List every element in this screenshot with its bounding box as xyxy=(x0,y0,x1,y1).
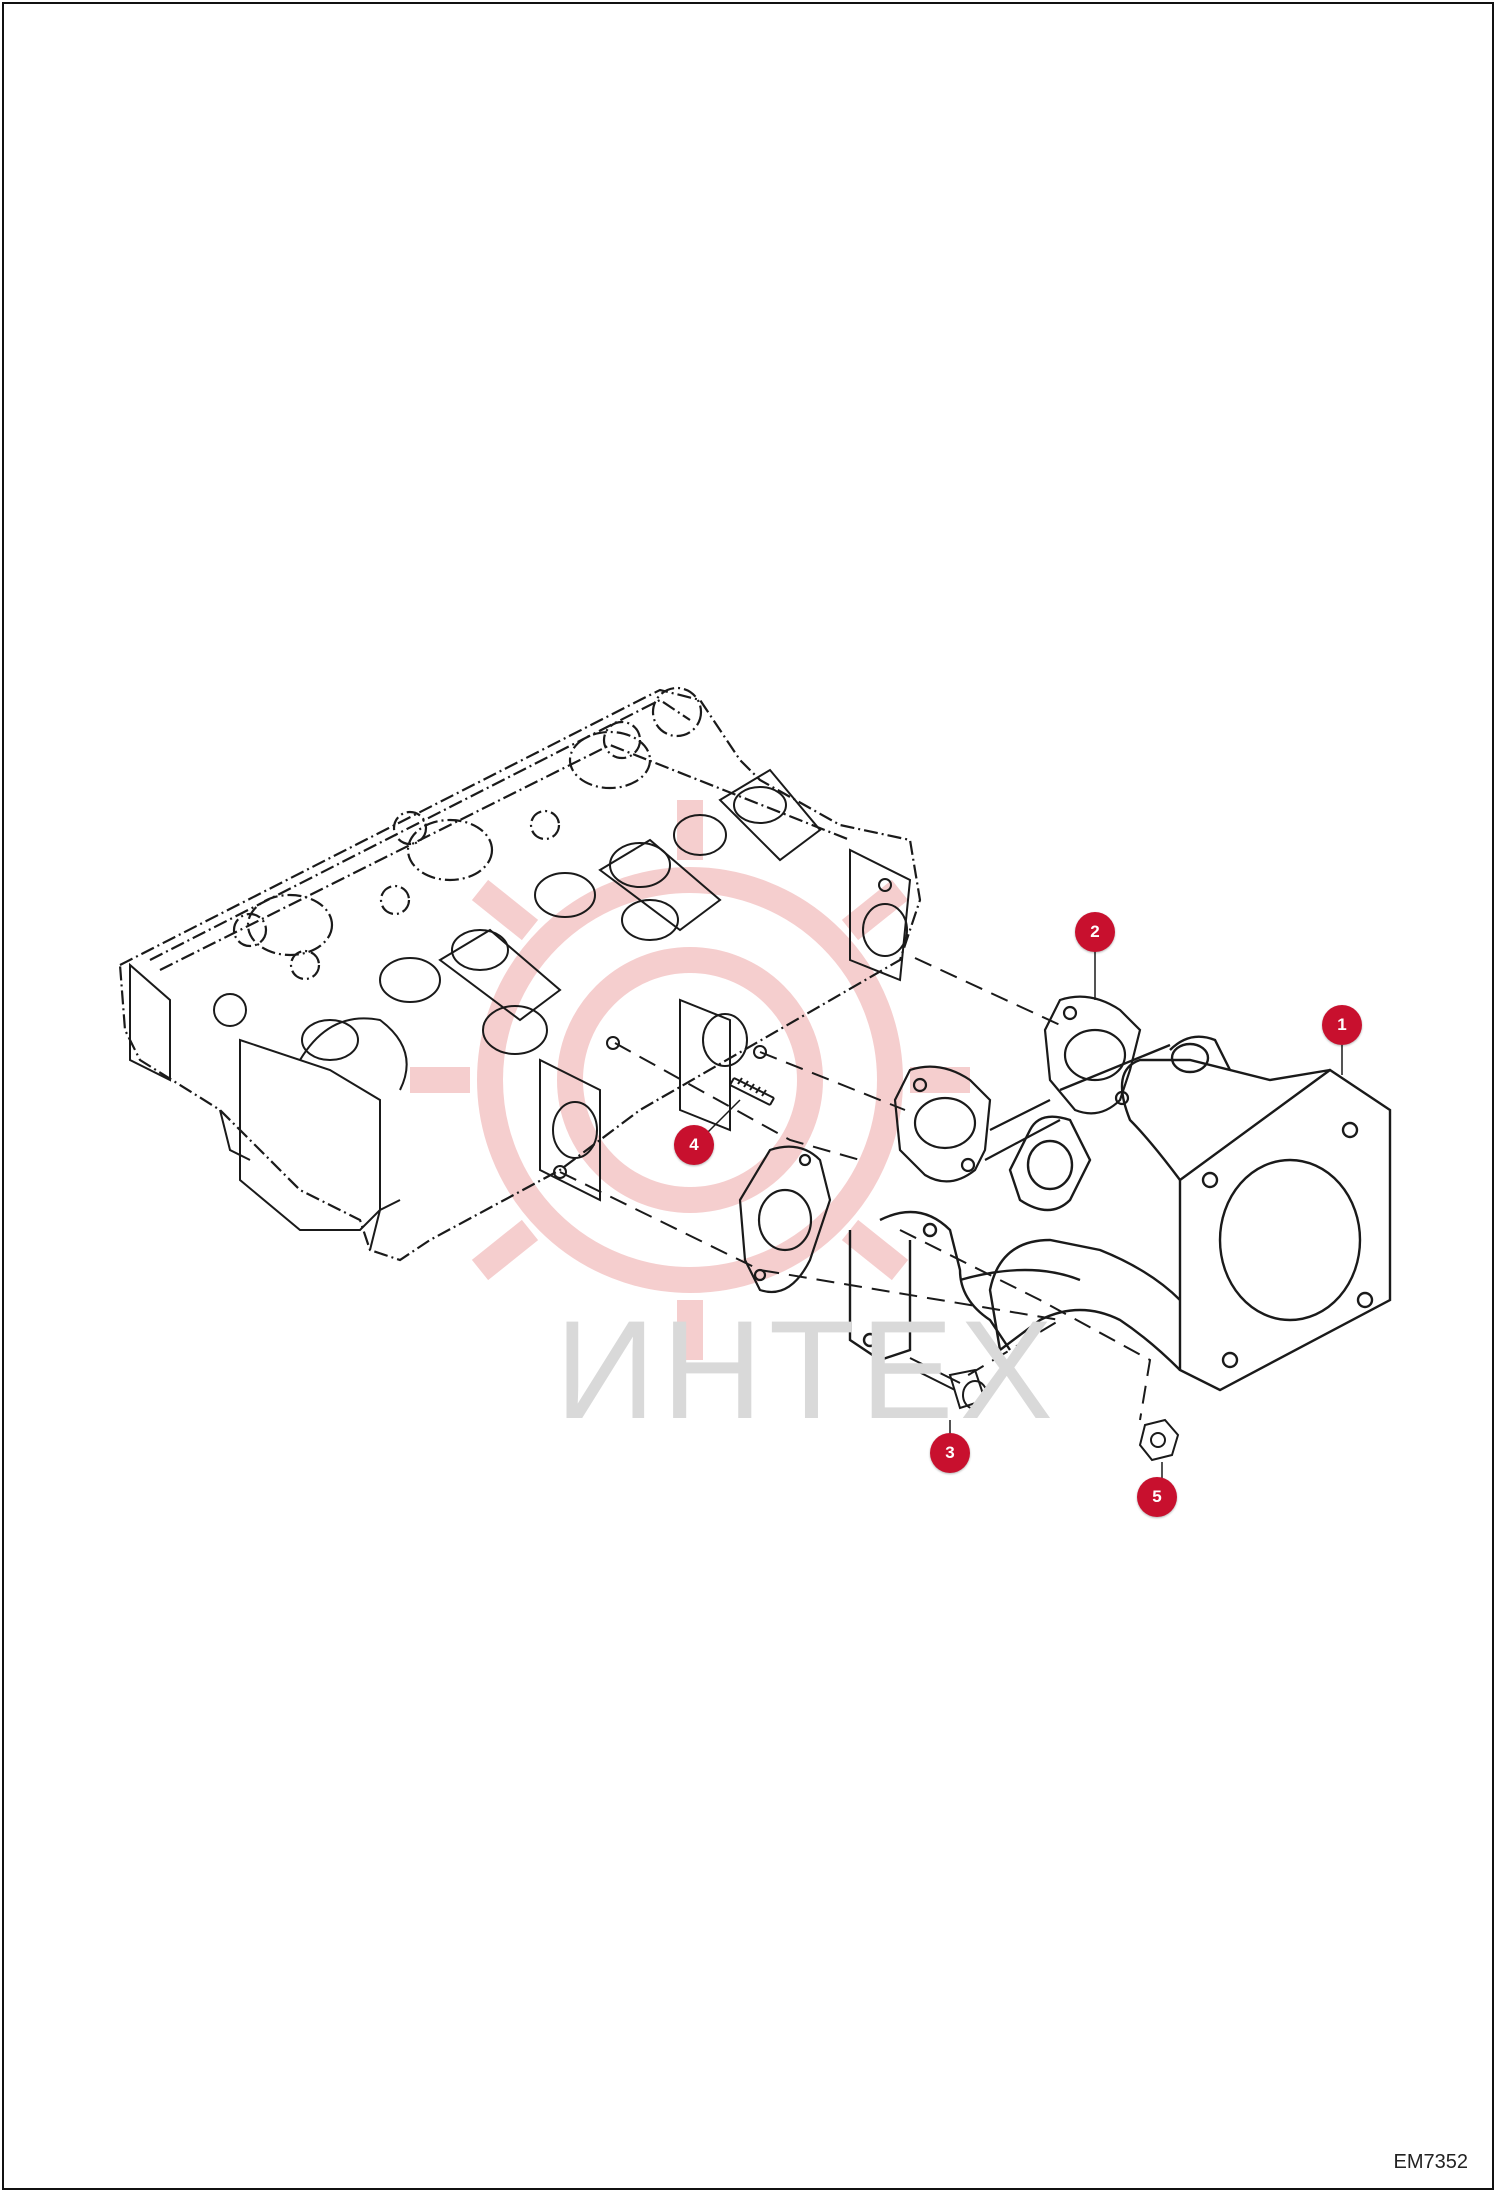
callout-5[interactable]: 5 xyxy=(1137,1477,1177,1517)
gasket-rear xyxy=(1043,995,1142,1115)
nut-icon xyxy=(1138,1418,1180,1462)
callout-2[interactable]: 2 xyxy=(1075,912,1115,952)
watermark: ИНТЕХ xyxy=(555,1291,1060,1448)
callout-4[interactable]: 4 xyxy=(674,1125,714,1165)
callout-3[interactable]: 3 xyxy=(930,1433,970,1473)
cylinder-head-details xyxy=(129,768,912,1251)
gasket-left xyxy=(738,1145,832,1294)
drawing-code: EM7352 xyxy=(1393,2151,1469,2173)
watermark-gear-icon xyxy=(410,800,970,1360)
callout-1[interactable]: 1 xyxy=(1322,1005,1362,1045)
stud-icon xyxy=(729,1077,775,1106)
cylinder-head xyxy=(118,686,922,1262)
bolt-icon xyxy=(904,1357,988,1410)
assembly-lines xyxy=(559,957,1152,1421)
gasket-front xyxy=(893,1065,1061,1183)
exhaust-manifold xyxy=(848,1035,1392,1392)
